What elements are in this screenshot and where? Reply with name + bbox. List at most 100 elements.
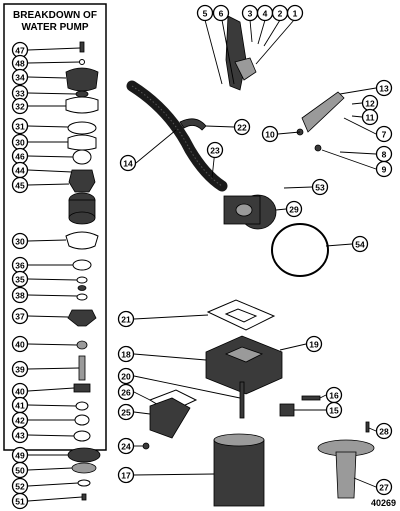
callout-circle: [11, 97, 29, 115]
callout-number: 18: [121, 350, 131, 360]
part-callout: 5: [196, 4, 214, 22]
callout-number: 53: [315, 183, 325, 193]
panel-callout: 41: [11, 396, 29, 414]
callout-number: 27: [379, 483, 389, 493]
panel-part-drawings: [65, 41, 99, 442]
callout-circle: [117, 345, 135, 363]
panel-callout: 30: [11, 232, 29, 250]
callout-number: 32: [15, 102, 25, 112]
callout-number: 29: [289, 205, 299, 215]
callout-circle: [375, 79, 393, 97]
callout-number: 34: [15, 73, 25, 83]
callout-number: 25: [121, 408, 131, 418]
callout-number: 37: [15, 312, 25, 322]
callout-number: 31: [15, 122, 25, 132]
callout-circle: [117, 437, 135, 455]
callout-circle: [117, 367, 135, 385]
callout-circle: [117, 310, 135, 328]
part-callout: 53: [311, 178, 329, 196]
callout-number: 42: [15, 416, 25, 426]
callout-number: 54: [355, 240, 365, 250]
callout-number: 49: [15, 451, 25, 461]
callout-number: 6: [219, 9, 224, 19]
callout-circle: [261, 125, 279, 143]
callout-number: 19: [309, 340, 319, 350]
callout-number: 12: [365, 99, 375, 109]
part-callout: 23: [206, 141, 224, 159]
callout-number: 43: [15, 431, 25, 441]
panel-callout: 40: [11, 335, 29, 353]
part-callout: 26: [117, 383, 135, 401]
callout-number: 33: [15, 89, 25, 99]
part-callout: 21: [117, 310, 135, 328]
panel-callout: 31: [11, 117, 29, 135]
callout-circle: [11, 461, 29, 479]
callout-circle: [375, 478, 393, 496]
panel-callout: 30: [11, 133, 29, 151]
callout-number: 35: [15, 275, 25, 285]
callout-circle: [117, 466, 135, 484]
figure-number: 40269: [371, 498, 396, 508]
callout-number: 11: [366, 113, 375, 123]
callout-number: 16: [329, 391, 339, 401]
callout-number: 41: [15, 401, 25, 411]
part-callout: 24: [117, 437, 135, 455]
part-callout: 8: [375, 145, 393, 163]
callout-number: 44: [15, 166, 25, 176]
callout-circle: [11, 426, 29, 444]
panel-callout: 44: [11, 161, 29, 179]
panel-callout: 32: [11, 97, 29, 115]
callout-number: 1: [293, 9, 298, 19]
callout-circle: [375, 422, 393, 440]
callout-circle: [311, 178, 329, 196]
callout-circle: [305, 335, 323, 353]
part-callout: 54: [351, 235, 369, 253]
callout-circle: [11, 286, 29, 304]
callout-number: 50: [15, 466, 25, 476]
callout-circle: [117, 403, 135, 421]
part-callout: 15: [325, 401, 343, 419]
part-callout: 50: [11, 461, 29, 479]
panel-callout: 42: [11, 411, 29, 429]
callout-circle: [286, 4, 304, 22]
part-callout: 3: [241, 4, 259, 22]
callout-number: 4: [263, 9, 268, 19]
callout-number: 15: [329, 406, 339, 416]
callout-circle: [11, 492, 29, 510]
part-callout: 10: [261, 125, 279, 143]
part-callout: 1: [286, 4, 304, 22]
callout-circle: [285, 200, 303, 218]
part-callout: 2: [271, 4, 289, 22]
panel-title-line2: WATER PUMP: [21, 22, 88, 33]
callout-number: 21: [121, 315, 131, 325]
callout-number: 26: [121, 388, 131, 398]
panel-callout: 38: [11, 286, 29, 304]
part-callout: 20: [117, 367, 135, 385]
callout-circle: [325, 401, 343, 419]
callout-number: 7: [382, 130, 387, 140]
leader-lines: [27, 19, 377, 502]
callout-number: 8: [382, 150, 387, 160]
part-callout: 16: [325, 386, 343, 404]
callout-circle: [11, 232, 29, 250]
callout-circle: [11, 307, 29, 325]
callout-number: 3: [248, 9, 253, 19]
panel-title-line1: BREAKDOWN OF: [13, 10, 97, 21]
callout-number: 5: [203, 9, 208, 19]
callout-number: 38: [15, 291, 25, 301]
callout-circle: [11, 360, 29, 378]
callout-number: 9: [382, 165, 387, 175]
callout-circle: [11, 117, 29, 135]
callout-number: 36: [15, 261, 25, 271]
panel-callout: 35: [11, 270, 29, 288]
callout-number: 22: [237, 123, 247, 133]
callout-number: 30: [15, 138, 25, 148]
callout-circle: [212, 4, 230, 22]
callout-number: 24: [121, 442, 131, 452]
callout-circle: [375, 160, 393, 178]
callout-circle: [206, 141, 224, 159]
panel-callout: 45: [11, 176, 29, 194]
panel-callout: 37: [11, 307, 29, 325]
